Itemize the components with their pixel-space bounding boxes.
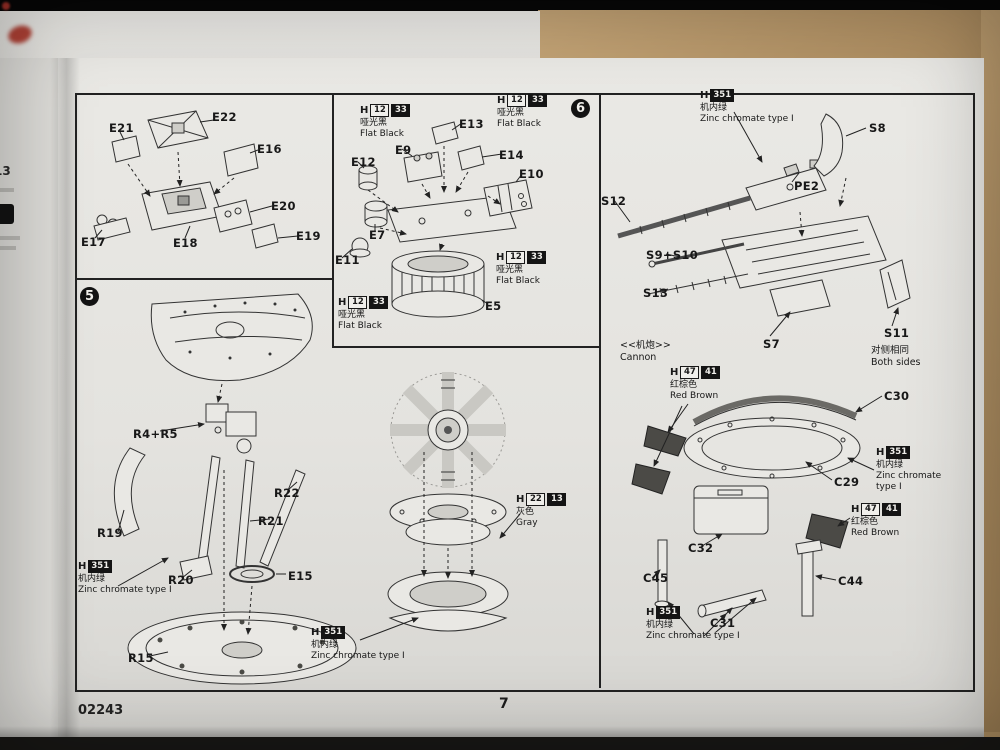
page-bottom-shadow bbox=[0, 726, 984, 738]
previous-page-partial-label: 13 bbox=[0, 164, 11, 178]
photo-top-edge bbox=[0, 0, 1000, 11]
previous-page-text-fragment bbox=[0, 246, 16, 250]
frame-panel-a-bottom bbox=[75, 278, 334, 280]
back-sheet-edge bbox=[0, 11, 540, 60]
step-5-badge: 5 bbox=[80, 287, 99, 306]
desk-surface-top bbox=[538, 10, 1000, 60]
frame-panel-b-bottom bbox=[332, 346, 601, 348]
machine-gun-diagram bbox=[613, 111, 911, 337]
engine-accessories-diagram bbox=[341, 121, 533, 318]
cannon-mount-diagram bbox=[631, 395, 883, 637]
previous-page-text-fragment bbox=[0, 236, 20, 240]
frame-divider-vertical bbox=[599, 93, 601, 688]
fuselage-interior-diagram bbox=[113, 293, 357, 685]
step-6-badge: 6 bbox=[571, 99, 590, 118]
page-number: 7 bbox=[499, 696, 509, 712]
previous-page-edge: 13 bbox=[0, 58, 58, 737]
red-mark bbox=[2, 2, 10, 10]
previous-page-text-fragment bbox=[0, 188, 14, 192]
previous-page-partial-badge bbox=[0, 204, 14, 224]
photo-bottom-edge bbox=[0, 737, 1000, 750]
desk-surface-right bbox=[981, 10, 1000, 750]
frame-panel-b-left bbox=[332, 93, 334, 348]
hatch-exploded-diagram bbox=[93, 110, 299, 249]
radial-engine-diagram bbox=[359, 372, 521, 641]
kit-number: 02243 bbox=[78, 703, 124, 718]
